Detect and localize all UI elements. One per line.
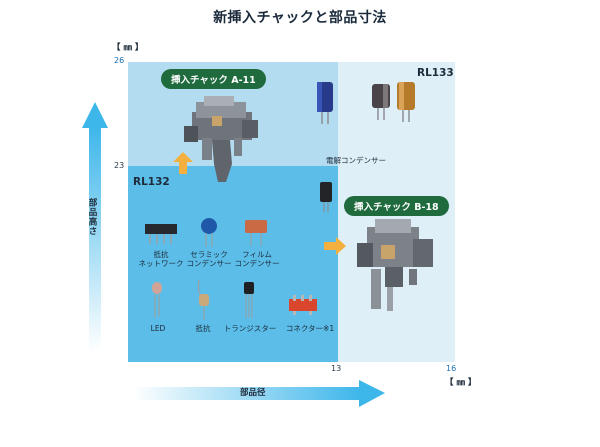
chuck-a-11-badge: 挿入チャック A-11 bbox=[161, 69, 266, 89]
electrolytic-capacitor-label: 電解コンデンサー bbox=[326, 156, 386, 165]
electrolytic-capacitor-small-image bbox=[320, 182, 332, 212]
film-capacitor-label: フィルム コンデンサー bbox=[234, 250, 280, 268]
rl132-region bbox=[128, 166, 338, 362]
resistor-network-label: 抵抗 ネットワーク bbox=[138, 250, 184, 268]
y-tick-26: 26 bbox=[114, 56, 125, 65]
up-arrow-icon bbox=[173, 152, 193, 174]
resistor-network-image bbox=[145, 224, 177, 244]
led-image bbox=[152, 282, 162, 318]
transistor-label: トランジスター bbox=[223, 324, 277, 333]
x-tick-16: 16 bbox=[446, 364, 457, 373]
y-unit-label: 【 ㎜ 】 bbox=[112, 43, 144, 53]
electrolytic-capacitor-blue-image bbox=[317, 82, 333, 124]
film-capacitor-image bbox=[245, 220, 267, 246]
x-unit-label: 【 ㎜ 】 bbox=[445, 378, 477, 388]
y-tick-23: 23 bbox=[114, 161, 125, 170]
chuck-b-18-badge: 挿入チャック B-18 bbox=[344, 196, 449, 216]
electrolytic-capacitor-gold-image bbox=[397, 82, 415, 122]
y-axis-arrow bbox=[82, 102, 108, 352]
chuck-a-11-image bbox=[184, 96, 258, 182]
ceramic-capacitor-label: セラミック コンデンサー bbox=[186, 250, 232, 268]
x-axis-label: 部品径 bbox=[240, 388, 266, 398]
y-axis-label: 部品高さ bbox=[87, 198, 97, 236]
connector-image bbox=[289, 295, 317, 315]
x-tick-13: 13 bbox=[331, 364, 342, 373]
led-label: LED bbox=[150, 324, 166, 333]
resistor-image bbox=[197, 279, 209, 320]
ceramic-capacitor-image bbox=[201, 218, 217, 247]
transistor-image bbox=[244, 282, 254, 318]
right-arrow-icon bbox=[324, 237, 346, 255]
chuck-b-18-image bbox=[357, 219, 433, 311]
rl132-label: RL132 bbox=[133, 176, 170, 188]
electrolytic-capacitor-dark-image bbox=[372, 84, 390, 120]
x-axis-arrow bbox=[133, 380, 385, 407]
rl133-label: RL133 bbox=[417, 67, 454, 79]
page-title: 新挿入チャックと部品寸法 bbox=[213, 10, 387, 26]
resistor-label: 抵抗 bbox=[195, 324, 211, 333]
connector-label: コネクター※1 bbox=[285, 324, 335, 333]
